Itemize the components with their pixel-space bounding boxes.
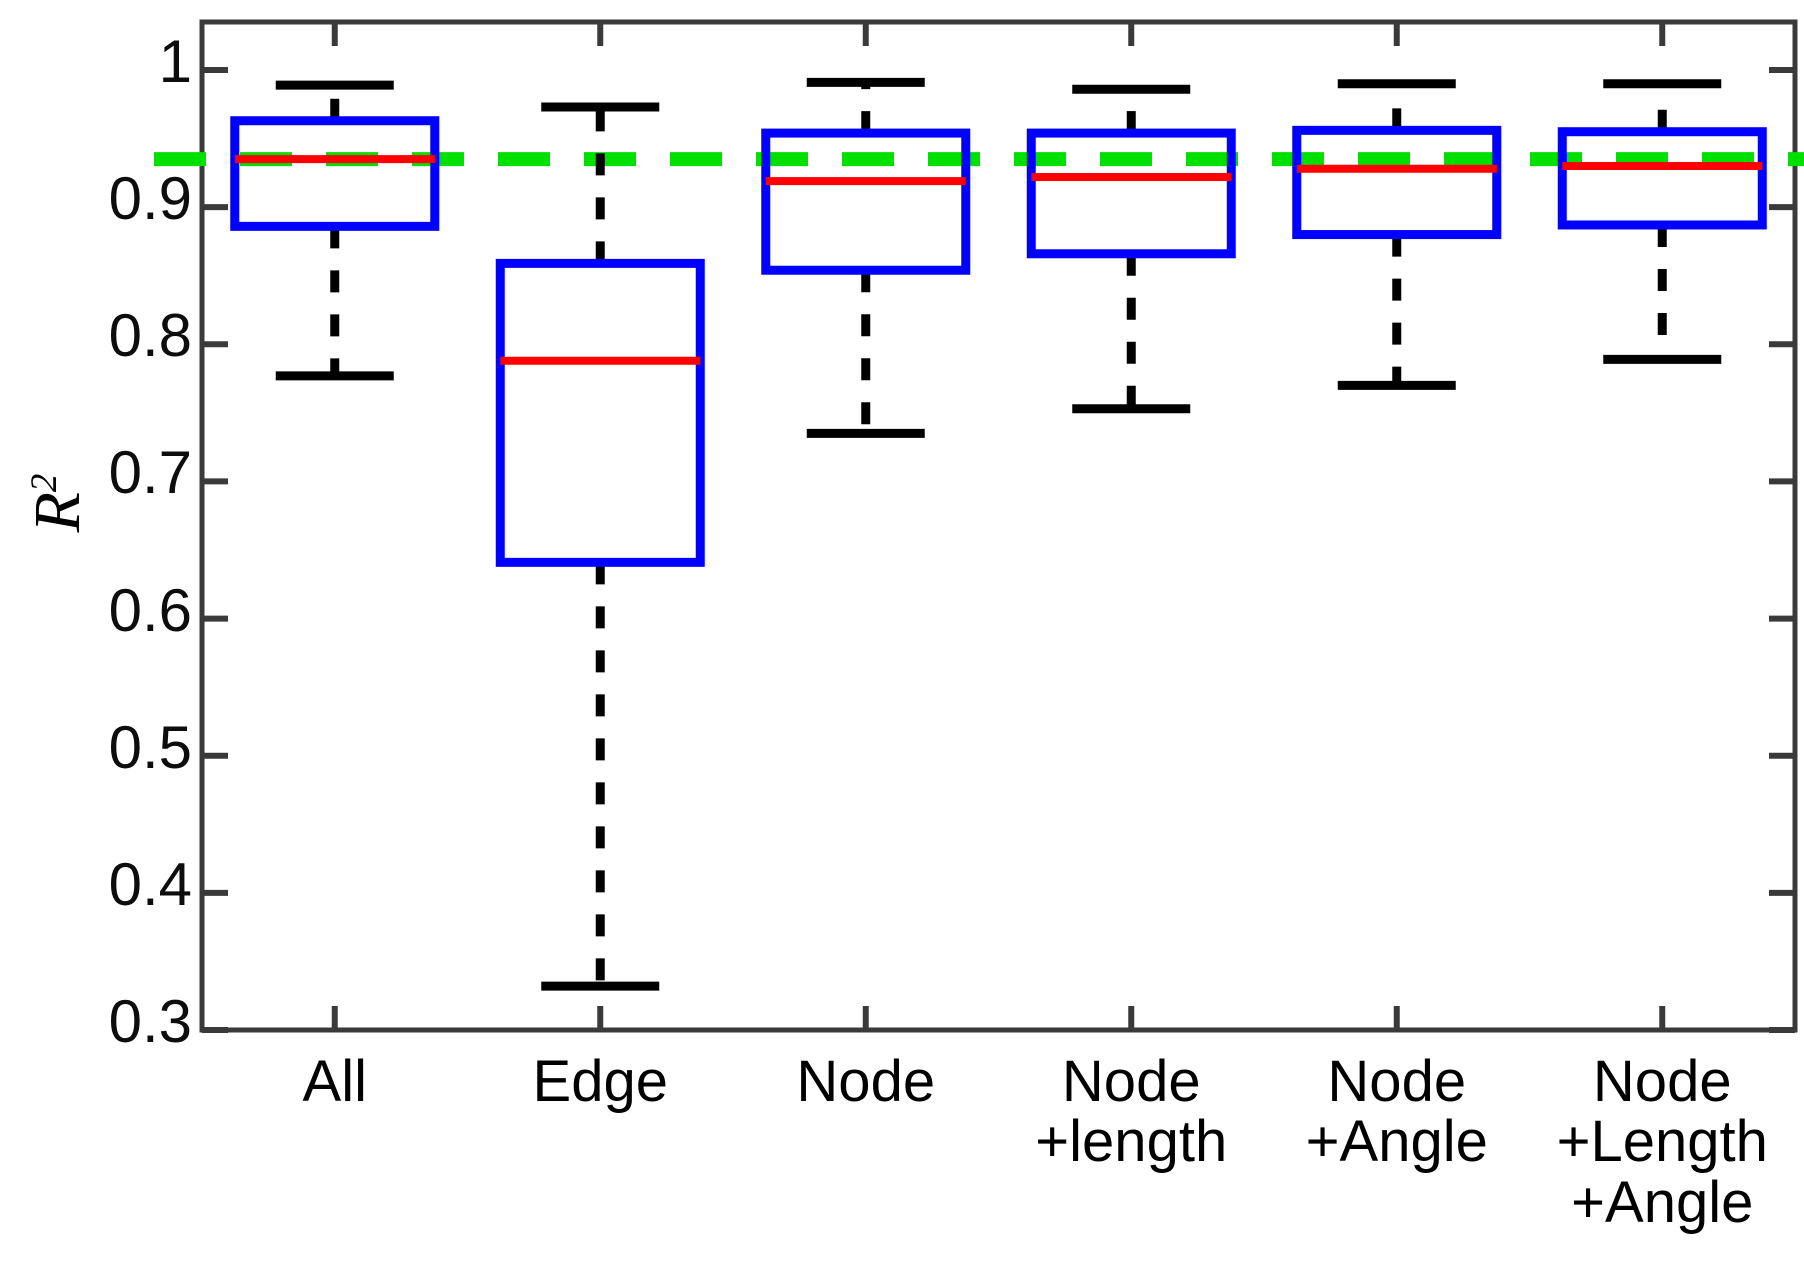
y-tick-label: 0.8 xyxy=(108,302,192,370)
y-tick-label: 0.3 xyxy=(108,988,192,1055)
x-tick-label: All xyxy=(302,1049,367,1114)
boxplot-node-length xyxy=(1026,84,1236,414)
x-tick-label: Node xyxy=(796,1049,936,1114)
y-tick-label: 0.9 xyxy=(108,165,192,233)
boxplot-edge xyxy=(495,102,705,991)
boxplot-all xyxy=(230,80,440,381)
boxplot-node-length-angle xyxy=(1557,79,1767,364)
box-iqr xyxy=(761,128,971,275)
x-tick-label: Edge xyxy=(532,1049,668,1114)
y-tick-label: 1 xyxy=(158,28,192,95)
box-group xyxy=(230,77,1767,991)
box-iqr xyxy=(230,116,440,231)
y-tick-label: 0.7 xyxy=(108,439,192,507)
y-tick-label: 0.6 xyxy=(108,576,192,644)
x-tick-label: Node +length xyxy=(1035,1049,1228,1175)
axis-frame xyxy=(199,19,1798,1033)
y-tick-label-group: 1 0.9 0.8 0.7 0.6 0.5 0.4 0.3 xyxy=(0,0,192,1277)
y-tick-label: 0.4 xyxy=(108,850,192,918)
plot-frame xyxy=(199,19,1798,1033)
boxplot-node-angle xyxy=(1292,79,1502,390)
box-iqr xyxy=(1557,127,1767,230)
boxplot-node xyxy=(761,77,971,438)
box-iqr xyxy=(495,258,705,567)
box-iqr xyxy=(1026,128,1236,259)
box-iqr xyxy=(1292,125,1502,240)
y-tick-label: 0.5 xyxy=(108,713,192,781)
x-tick-label: Node +Length +Angle xyxy=(1556,1049,1768,1235)
x-tick-label: Node +Angle xyxy=(1305,1049,1488,1175)
